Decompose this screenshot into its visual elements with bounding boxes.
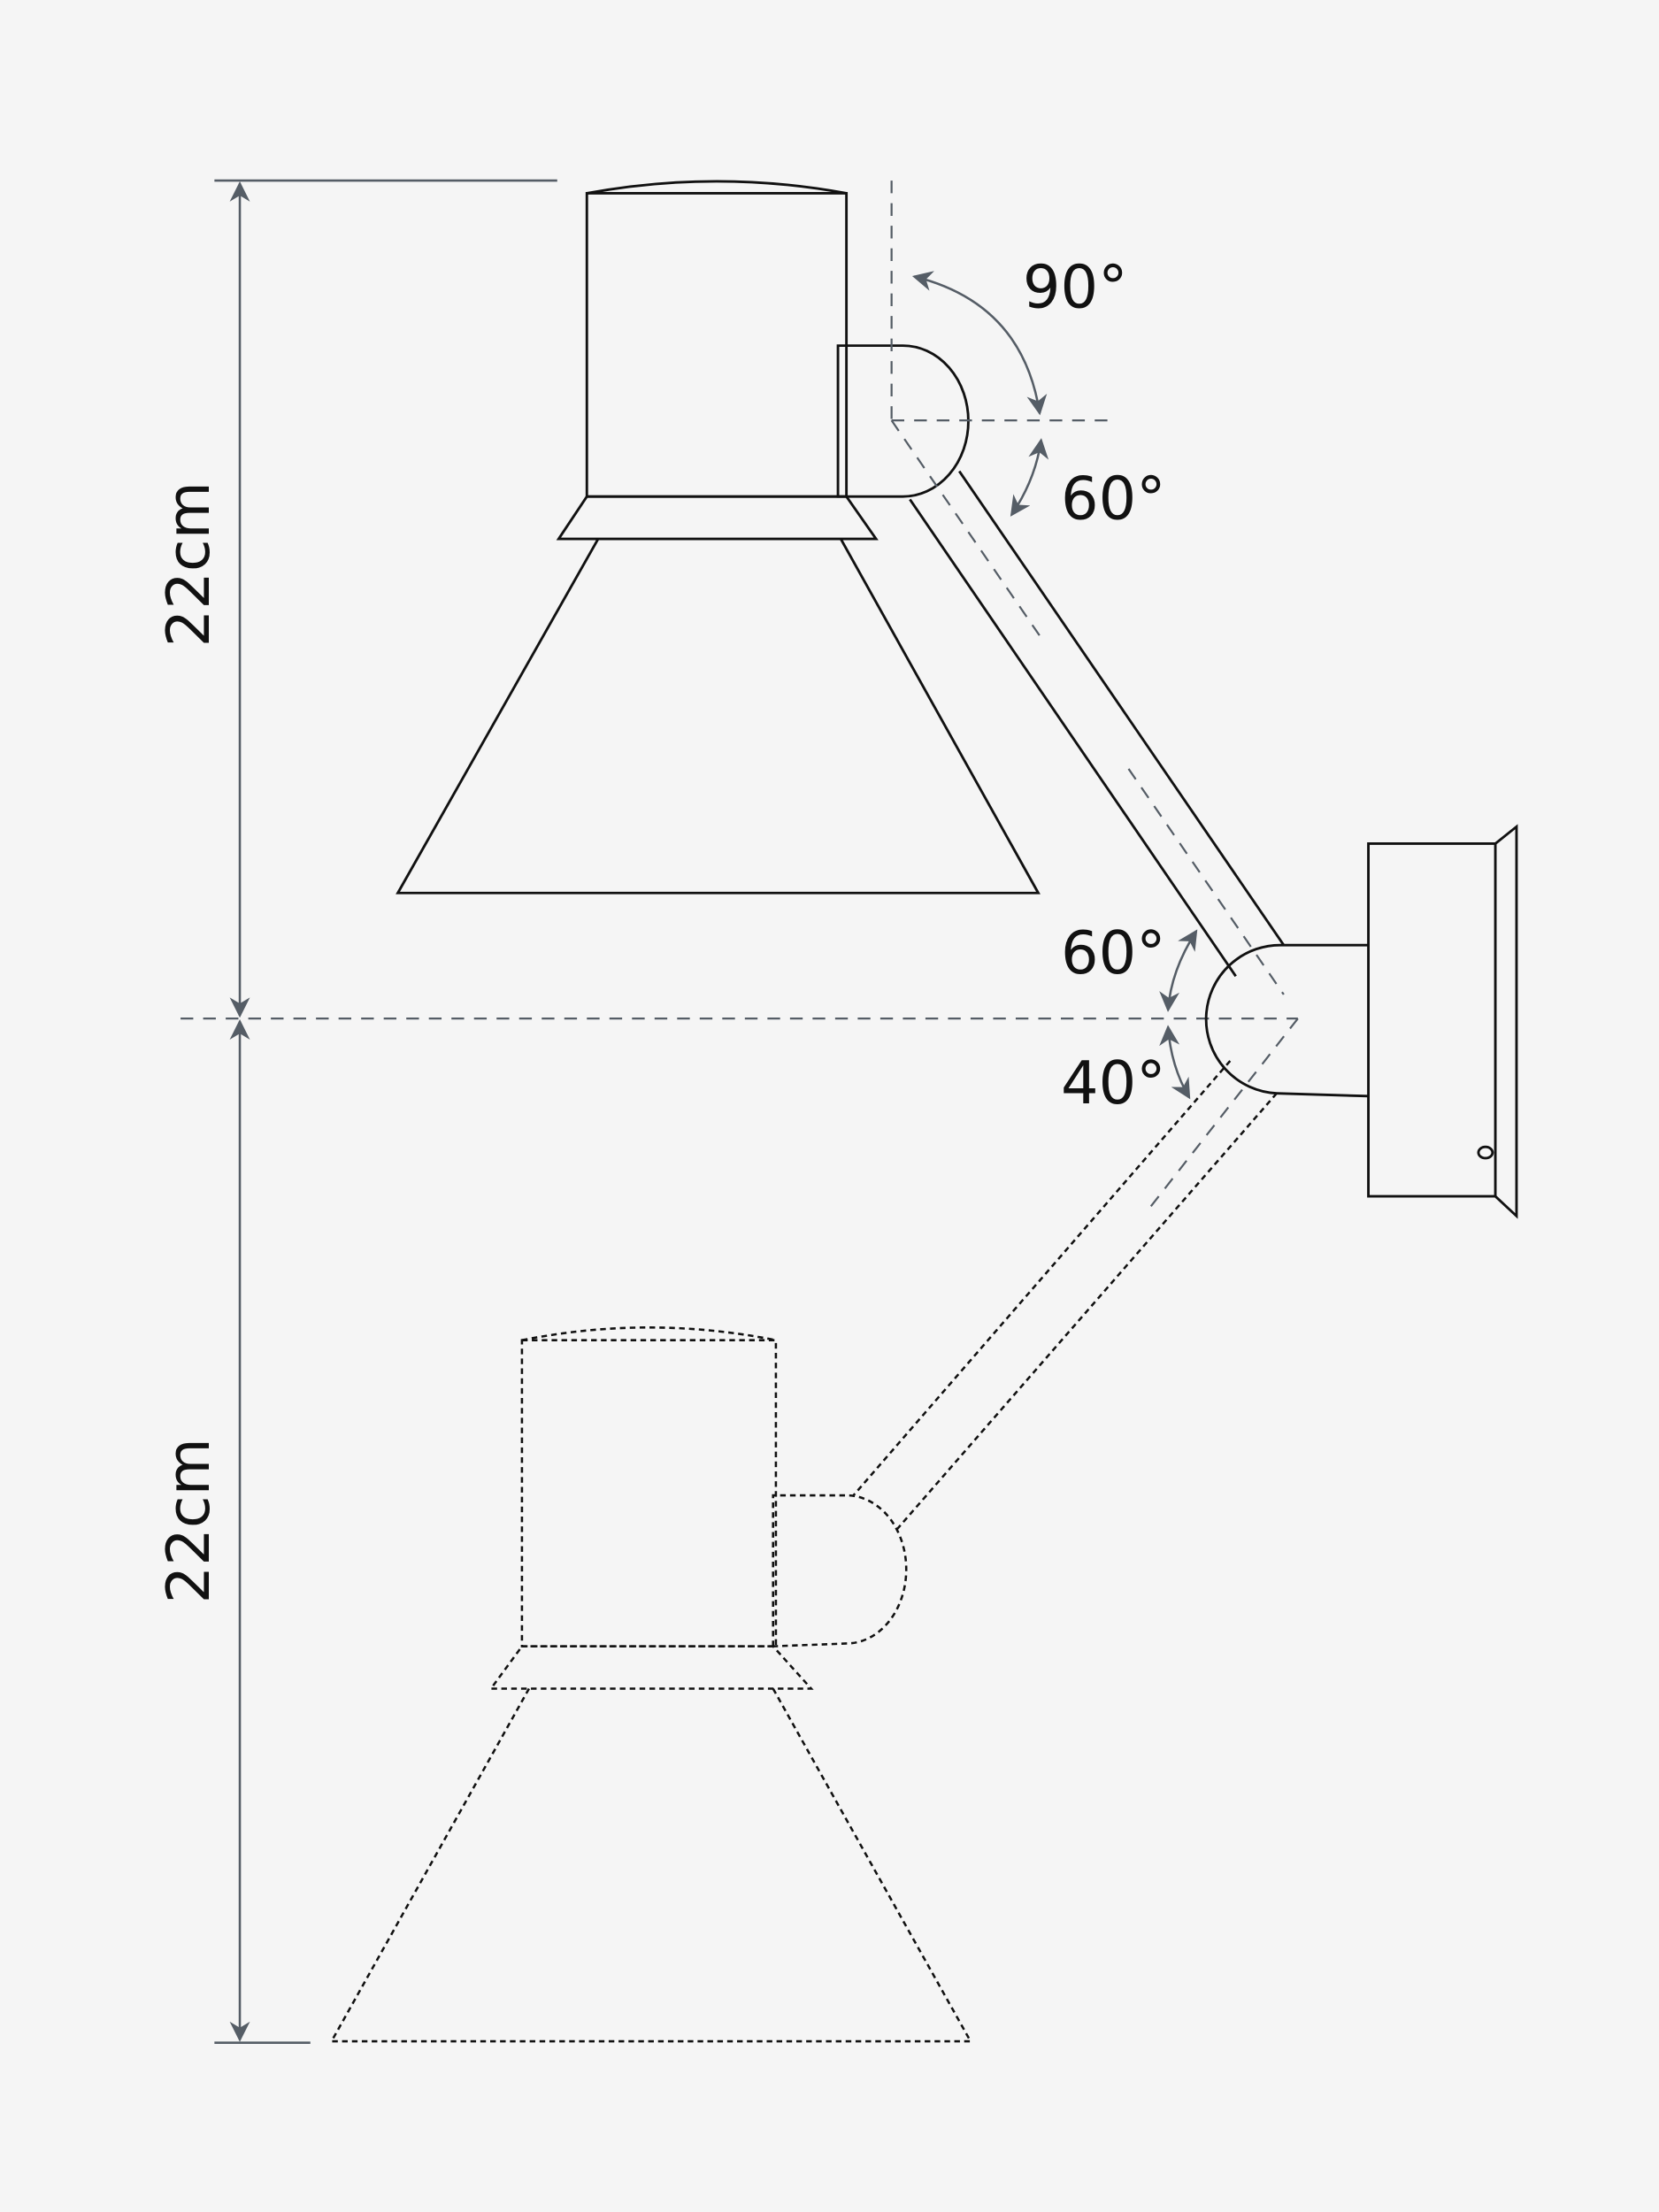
angle-label-40-arm: 40° [1061, 1048, 1166, 1118]
lower-height-label: 22cm [154, 1438, 223, 1603]
angle-arrow-40-arm [1159, 1025, 1191, 1100]
angle-arrow-60-head [1010, 438, 1049, 517]
upper-height-label: 22cm [154, 481, 223, 647]
lamp-arm [909, 470, 1286, 978]
angle-arrow-60-arm [1159, 929, 1198, 1012]
height-dimension [180, 179, 1298, 2044]
screw-icon [1477, 1145, 1494, 1160]
angle-label-90: 90° [1023, 253, 1128, 322]
lamp-lower-position [329, 1060, 1278, 2043]
angle-arrow-90 [911, 271, 1048, 416]
wall-mount [1204, 824, 1518, 1219]
angle-label-60-arm: 60° [1061, 918, 1166, 987]
lamp-head-upper [396, 180, 1041, 895]
angle-label-60-head: 60° [1061, 465, 1166, 534]
